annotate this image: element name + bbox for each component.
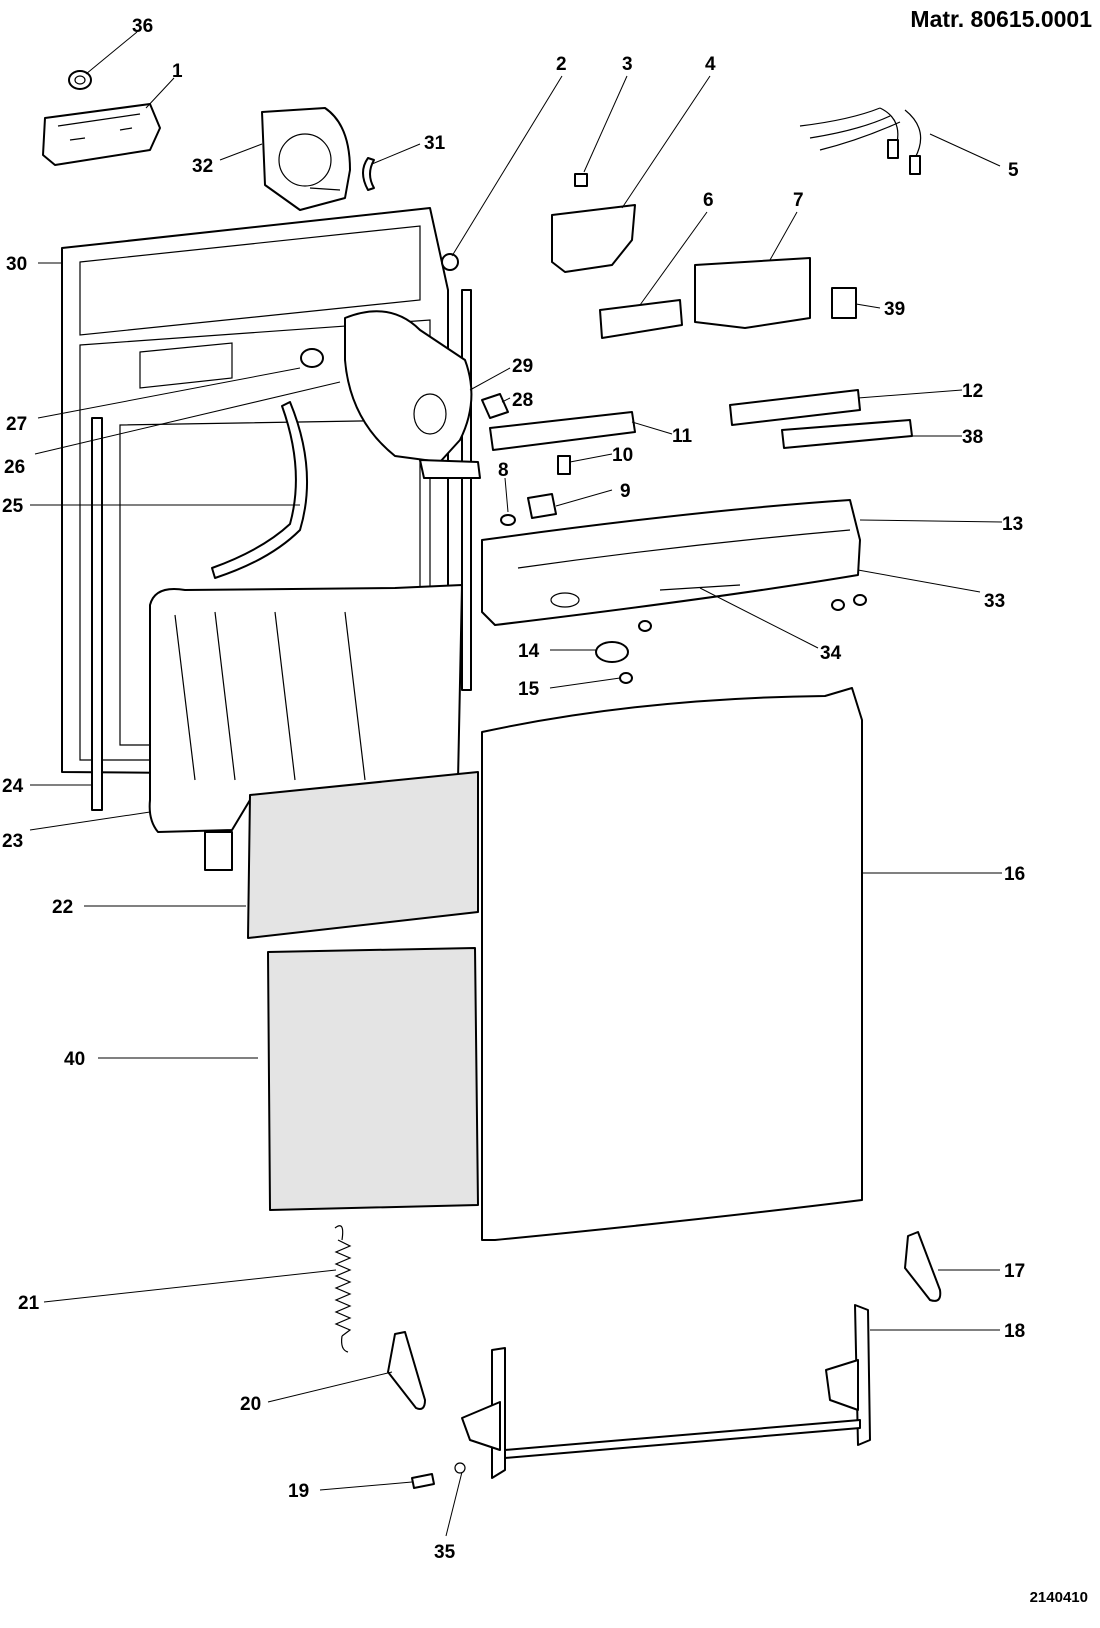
callout-36: 36 xyxy=(132,16,153,37)
part-14-knob xyxy=(595,641,629,663)
part-24-rail xyxy=(91,417,103,811)
part-35-ring xyxy=(454,1462,466,1474)
callout-8: 8 xyxy=(498,460,509,481)
callout-12: 12 xyxy=(962,381,983,402)
part-27-pipe xyxy=(300,348,324,368)
callout-6: 6 xyxy=(703,190,714,211)
part-38-strip xyxy=(781,419,913,449)
callout-20: 20 xyxy=(240,1394,261,1415)
part-10-switch xyxy=(557,455,571,475)
callout-3: 3 xyxy=(622,54,633,75)
callout-2: 2 xyxy=(556,54,567,75)
callout-17: 17 xyxy=(1004,1261,1025,1282)
callout-29: 29 xyxy=(512,356,533,377)
leader-lines xyxy=(29,31,1003,1537)
drawing-code: 2140410 xyxy=(1029,1589,1088,1606)
callout-9: 9 xyxy=(620,481,631,502)
callout-4: 4 xyxy=(705,54,716,75)
callout-10: 10 xyxy=(612,445,633,466)
part-4-bracket xyxy=(551,204,636,273)
callout-25: 25 xyxy=(2,496,24,517)
callout-19: 19 xyxy=(288,1481,309,1502)
part-12-pcb xyxy=(729,389,861,426)
part-36-knob xyxy=(68,70,92,90)
part-2-cap xyxy=(441,253,459,271)
part-32-fan-housing xyxy=(261,107,351,211)
part-drawings xyxy=(42,70,942,1489)
callout-33: 33 xyxy=(984,591,1005,612)
callout-5: 5 xyxy=(1008,160,1019,181)
callout-38: 38 xyxy=(962,427,983,448)
part-3-rocker xyxy=(574,173,588,187)
callout-21: 21 xyxy=(18,1293,40,1314)
part-pin-c xyxy=(853,594,867,606)
part-13-control-panel xyxy=(481,499,861,626)
part-22-panel xyxy=(247,771,479,939)
part-29-strip xyxy=(461,289,472,691)
callout-30: 30 xyxy=(6,254,27,275)
part-21-spring xyxy=(334,1225,352,1353)
callout-32: 32 xyxy=(192,156,213,177)
part-8-sensor xyxy=(500,514,516,526)
part-7-module xyxy=(694,257,811,329)
callout-28: 28 xyxy=(512,390,533,411)
callout-14: 14 xyxy=(518,641,540,662)
part-15-pin xyxy=(619,672,633,684)
callout-35: 35 xyxy=(434,1542,456,1563)
callout-27: 27 xyxy=(6,414,27,435)
part-40-lower-panel xyxy=(267,947,479,1211)
callout-22: 22 xyxy=(52,897,73,918)
callout-23: 23 xyxy=(2,831,23,852)
callout-1: 1 xyxy=(172,61,183,82)
part-19-screw xyxy=(411,1473,435,1489)
part-31-clip xyxy=(362,157,375,191)
part-pin-b xyxy=(831,599,845,611)
callout-15: 15 xyxy=(518,679,540,700)
callout-24: 24 xyxy=(2,776,24,797)
callout-numbers: 1 2 3 4 5 6 7 8 9 10 11 12 13 14 15 16 1… xyxy=(2,16,1025,1563)
callout-40: 40 xyxy=(64,1049,85,1070)
part-20-hinge xyxy=(387,1331,426,1410)
part-28-cylinder xyxy=(481,393,509,419)
material-number: Matr. 80615.0001 xyxy=(910,6,1092,32)
part-16-outer-door xyxy=(481,687,863,1241)
callout-16: 16 xyxy=(1004,864,1025,885)
part-6-holder xyxy=(599,299,683,339)
part-9-connector xyxy=(527,493,557,519)
part-5-wire-harness xyxy=(799,107,922,175)
callout-7: 7 xyxy=(793,190,804,211)
part-17-hinge xyxy=(904,1231,942,1302)
callout-26: 26 xyxy=(4,457,25,478)
part-26-blower xyxy=(344,310,481,479)
part-1-cover xyxy=(42,103,161,166)
part-39-block xyxy=(831,287,857,319)
callout-13: 13 xyxy=(1002,514,1023,535)
callout-39: 39 xyxy=(884,299,905,320)
part-11-pcb xyxy=(489,411,636,451)
callout-11: 11 xyxy=(672,426,693,447)
part-18-frame xyxy=(461,1304,871,1479)
callout-34: 34 xyxy=(820,643,842,664)
part-pin-a xyxy=(638,620,652,632)
callout-18: 18 xyxy=(1004,1321,1025,1342)
part-25-hose xyxy=(211,401,309,579)
callout-31: 31 xyxy=(424,133,446,154)
